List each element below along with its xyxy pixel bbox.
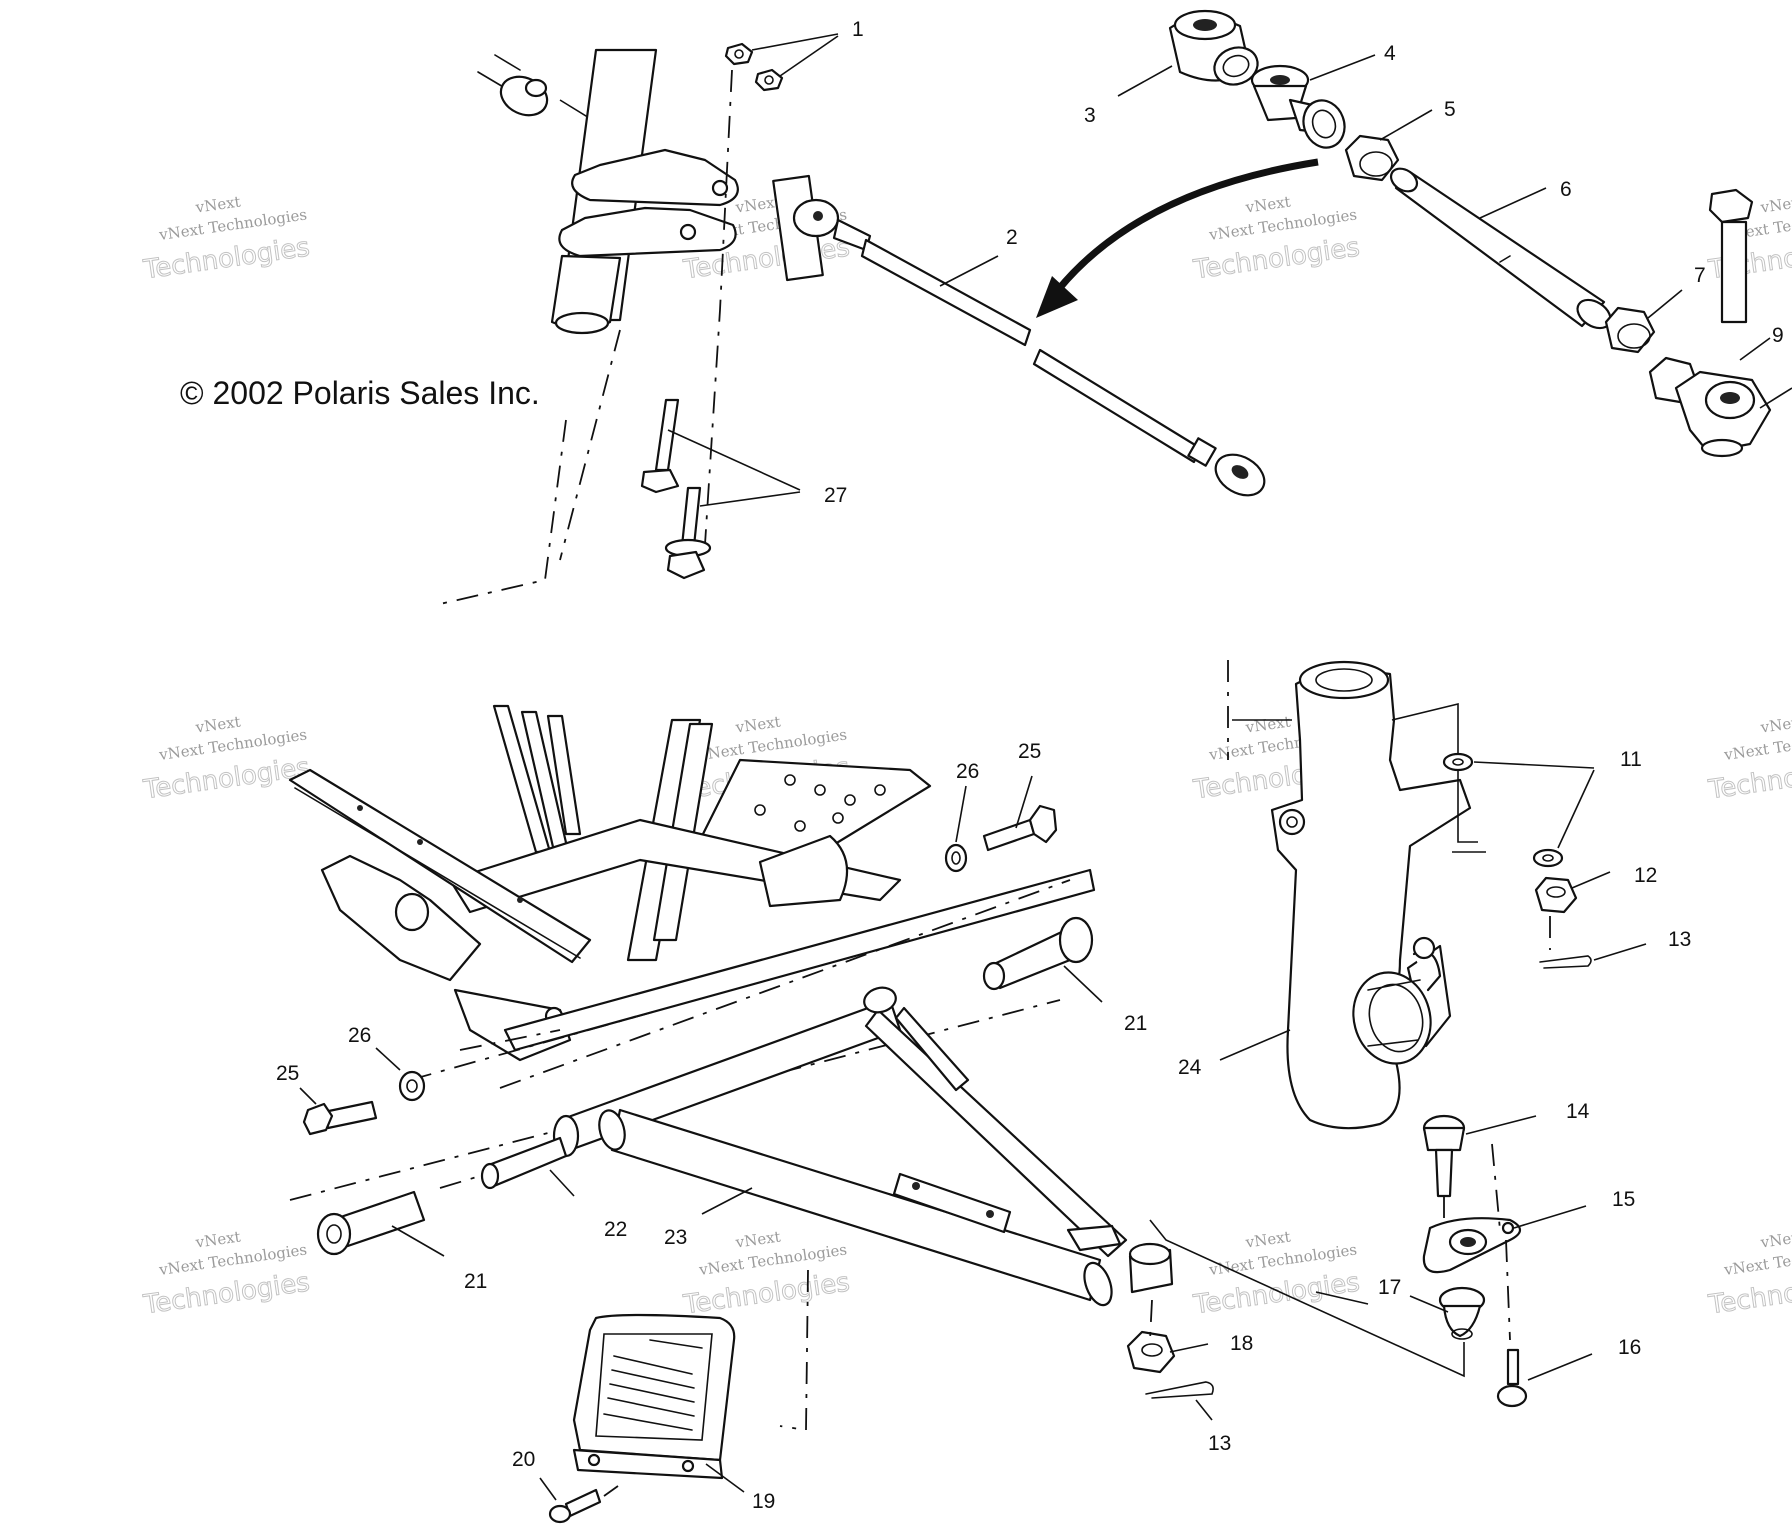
callout-9: 9 bbox=[1772, 324, 1784, 347]
floor-panel-holes bbox=[754, 774, 886, 832]
callout-26-upper: 26 bbox=[956, 760, 979, 783]
watermark: vNext vNext Technologies Technologies bbox=[1706, 1228, 1792, 1321]
spindle-item-24 bbox=[1270, 660, 1472, 1130]
rod-end-upper-left bbox=[477, 54, 613, 133]
watermark: vNext vNext Technologies Technologies bbox=[141, 713, 313, 806]
callout-7: 7 bbox=[1694, 264, 1706, 287]
callout-5: 5 bbox=[1444, 98, 1456, 121]
callout-17: 17 bbox=[1378, 1276, 1401, 1299]
callout-25-lower: 25 bbox=[276, 1062, 299, 1085]
callout-26-lower: 26 bbox=[348, 1024, 371, 1047]
callout-3: 3 bbox=[1084, 104, 1096, 127]
jam-nut-item-7 bbox=[1604, 306, 1656, 354]
callout-11: 11 bbox=[1620, 748, 1642, 771]
svg-text:vNext: vNext bbox=[194, 193, 242, 217]
rod-end-item-9 bbox=[1648, 356, 1772, 458]
svg-text:vNext: vNext bbox=[734, 713, 782, 737]
watermark-group: vNext vNext Technologies Technologies vN… bbox=[141, 193, 1792, 1321]
tie-rod-adjuster-parts bbox=[1036, 9, 1792, 458]
bolt-item-25-upper bbox=[982, 804, 1058, 852]
steering-post-assembly bbox=[439, 33, 1266, 605]
castle-nut-item-18 bbox=[1126, 1330, 1176, 1374]
callout-25-upper: 25 bbox=[1018, 740, 1041, 763]
callout-13-upper: 13 bbox=[1668, 928, 1691, 951]
callout-4: 4 bbox=[1384, 42, 1396, 65]
adjuster-tube-item-6 bbox=[1389, 167, 1612, 330]
steering-post-bracket-upper bbox=[571, 148, 739, 207]
svg-text:vNext: vNext bbox=[194, 1228, 242, 1252]
bolt-upper-right bbox=[1708, 188, 1754, 324]
mounting-plate-item-15 bbox=[1422, 1217, 1522, 1274]
watermark: vNext vNext Technologies Technologies bbox=[1191, 1228, 1363, 1321]
jam-nut-item-5 bbox=[1344, 134, 1400, 182]
callout-21-upper: 21 bbox=[1124, 1012, 1147, 1035]
callout-15: 15 bbox=[1612, 1188, 1635, 1211]
svg-text:vNext: vNext bbox=[1244, 713, 1292, 737]
nut-item-1-b bbox=[754, 68, 784, 92]
a-arm-item-23 bbox=[552, 986, 1174, 1307]
boot-item-17 bbox=[1438, 1286, 1486, 1340]
callout-19: 19 bbox=[752, 1490, 775, 1513]
bushing-item-21-upper bbox=[982, 916, 1094, 991]
svg-text:vNext: vNext bbox=[194, 713, 242, 737]
watermark: vNext vNext Technologies Technologies bbox=[141, 1228, 313, 1321]
watermark: vNext vNext Technologies Technologies bbox=[1191, 193, 1363, 286]
callout-labels: 1 2 3 4 5 6 7 9 27 11 12 13 24 14 15 16 … bbox=[276, 18, 1784, 1513]
watermark: vNext vNext Technologies Technologies bbox=[1706, 713, 1792, 806]
callout-16: 16 bbox=[1618, 1336, 1641, 1359]
callout-12: 12 bbox=[1634, 864, 1657, 887]
screw-item-20 bbox=[548, 1488, 602, 1524]
screw-item-16 bbox=[1496, 1348, 1528, 1408]
pivot-tube-item-22 bbox=[480, 1136, 568, 1190]
bolt-item-27-a bbox=[640, 398, 680, 494]
steering-post-bracket-lower bbox=[558, 206, 737, 258]
callout-20: 20 bbox=[512, 1448, 535, 1471]
svg-text:vNext: vNext bbox=[1244, 1228, 1292, 1252]
rod-end-item-4 bbox=[1250, 64, 1346, 149]
tie-rod bbox=[792, 198, 1266, 497]
callout-13-lower: 13 bbox=[1208, 1432, 1231, 1455]
callout-22: 22 bbox=[604, 1218, 627, 1241]
callout-14: 14 bbox=[1566, 1100, 1590, 1123]
assembly-direction-arrow bbox=[1036, 158, 1319, 318]
svg-text:vNext: vNext bbox=[1759, 713, 1792, 737]
washer-item-26-upper bbox=[944, 843, 968, 873]
svg-text:vNext: vNext bbox=[1759, 1228, 1792, 1252]
callout-6: 6 bbox=[1560, 178, 1572, 201]
frame-rail-holes bbox=[357, 805, 523, 903]
rod-end-item-3 bbox=[1168, 9, 1259, 86]
callout-18: 18 bbox=[1230, 1332, 1253, 1355]
callout-1: 1 bbox=[852, 18, 864, 41]
bushing-item-21-lower bbox=[316, 1190, 426, 1256]
svg-text:vNext: vNext bbox=[1759, 193, 1792, 217]
watermark: vNext vNext Technologies Technologies bbox=[681, 1228, 853, 1321]
callout-27: 27 bbox=[824, 484, 847, 507]
washer-item-11-b bbox=[1532, 848, 1564, 868]
skid-plate-ribs bbox=[603, 1339, 703, 1431]
callout-23: 23 bbox=[664, 1226, 687, 1249]
bolt-item-27-b bbox=[664, 486, 712, 580]
callout-21-lower: 21 bbox=[464, 1270, 487, 1293]
bolt-item-25-lower bbox=[302, 1100, 378, 1136]
callout-24: 24 bbox=[1178, 1056, 1202, 1079]
frame-section bbox=[288, 704, 1096, 1201]
cotter-pin-item-13-lower bbox=[1145, 1381, 1214, 1399]
cotter-pin-item-13-upper bbox=[1539, 955, 1592, 969]
washer-item-11-a bbox=[1442, 752, 1474, 772]
ball-joint-item-14 bbox=[1422, 1114, 1466, 1198]
skid-plate-item-19 bbox=[572, 1313, 736, 1480]
nut-item-1-a bbox=[724, 42, 754, 66]
castle-nut-item-12 bbox=[1534, 876, 1578, 914]
svg-text:vNext: vNext bbox=[1244, 193, 1292, 217]
washer-item-26-lower bbox=[398, 1070, 426, 1102]
callout-2: 2 bbox=[1006, 226, 1018, 249]
copyright-notice: © 2002 Polaris Sales Inc. bbox=[180, 375, 540, 411]
watermark: vNext vNext Technologies Technologies bbox=[141, 193, 313, 286]
svg-text:vNext: vNext bbox=[734, 1228, 782, 1252]
